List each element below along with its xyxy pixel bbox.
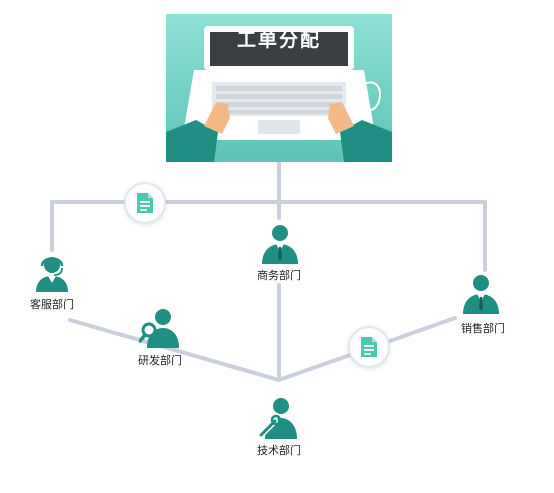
label-tech: 技术部门 xyxy=(257,444,301,457)
business-person-icon xyxy=(262,225,298,264)
laptop-card xyxy=(166,14,392,162)
label-business: 商务部门 xyxy=(257,269,301,282)
search-person-icon xyxy=(139,309,179,348)
card-title: 工单分配 xyxy=(236,29,322,51)
label-customer-service: 客服部门 xyxy=(30,298,74,311)
wrench-person-icon xyxy=(258,398,297,439)
doc-badge-top xyxy=(124,182,166,224)
doc-badge-bottom xyxy=(348,326,390,368)
headset-person-icon xyxy=(36,257,68,292)
label-rnd: 研发部门 xyxy=(138,354,182,367)
laptop-icon xyxy=(166,26,392,162)
business-person-icon xyxy=(463,275,499,314)
label-sales: 销售部门 xyxy=(461,322,505,335)
line-cs-to-tech xyxy=(68,318,281,382)
document-icon xyxy=(361,337,377,357)
document-icon xyxy=(137,193,153,213)
